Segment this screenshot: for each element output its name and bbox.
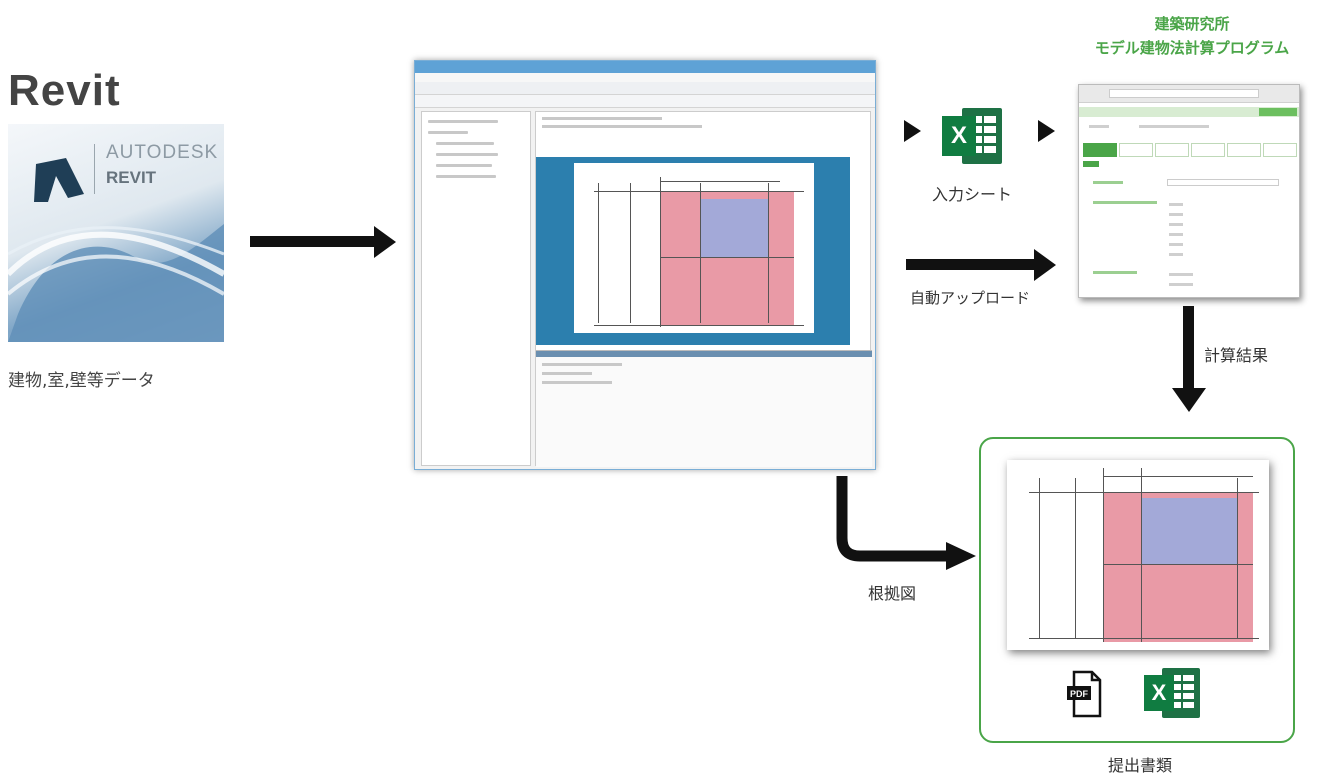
web-section-tag (1083, 161, 1099, 167)
arrow-to-excel (904, 120, 921, 142)
web-title-line2: モデル建物法計算プログラム (1094, 39, 1290, 57)
evidence-arrow (836, 476, 976, 570)
logo-brand: AUTODESK (106, 142, 219, 163)
revit-logo: AUTODESK REVIT (8, 124, 224, 342)
revit-logo-art (8, 158, 224, 342)
web-title-line1: 建築研究所 (1154, 15, 1230, 33)
web-program-screenshot (1078, 84, 1300, 298)
app-titlebar (415, 61, 875, 73)
properties-panel (536, 350, 872, 467)
web-header-bar (1079, 107, 1299, 117)
logo-product: REVIT (106, 168, 157, 187)
evidence-drawing (1007, 460, 1269, 650)
revit-title: Revit (8, 66, 121, 115)
output-excel-sheet (1144, 668, 1200, 718)
input-sheet-label: 入力シート (932, 185, 1013, 204)
excel-sheet-icon (942, 108, 1002, 164)
address-bar (1109, 89, 1259, 98)
excel-badge: X (950, 122, 967, 149)
plan-sheet (574, 163, 814, 333)
web-program-title: 建築研究所 モデル建物法計算プログラム (1060, 12, 1324, 60)
arrow-head (374, 226, 396, 258)
result-arrow-head (1172, 388, 1206, 412)
submission-label: 提出書類 (1108, 756, 1173, 775)
result-arrow-shaft (1183, 306, 1194, 392)
upload-arrow-shaft (906, 259, 1036, 270)
excel-icon: X (940, 106, 1004, 166)
project-browser (421, 111, 531, 466)
web-header-button (1259, 108, 1297, 116)
plan-canvas (536, 157, 850, 345)
app-toolbar-secondary (415, 95, 875, 108)
calc-result-label: 計算結果 (1204, 346, 1269, 365)
arrow-shaft (250, 236, 376, 247)
revit-caption: 建物,室,壁等データ (8, 371, 155, 391)
evidence-label: 根拠図 (868, 584, 917, 603)
app-menubar (415, 73, 875, 82)
upload-arrow-head (1034, 249, 1056, 281)
app-toolbar (415, 82, 875, 95)
floor-plan (574, 163, 814, 333)
output-excel-icon: X (1142, 666, 1202, 720)
drawing-area (535, 111, 872, 467)
upload-label: 自動アップロード (910, 289, 1031, 307)
pdf-label: PDF (1070, 689, 1088, 699)
arrow-to-web (1038, 120, 1055, 142)
web-tabs (1083, 143, 1297, 157)
revit-app-screenshot (414, 60, 876, 470)
output-excel-badge: X (1151, 680, 1167, 705)
pdf-icon (1067, 670, 1102, 718)
output-floor-plan (1015, 468, 1261, 642)
